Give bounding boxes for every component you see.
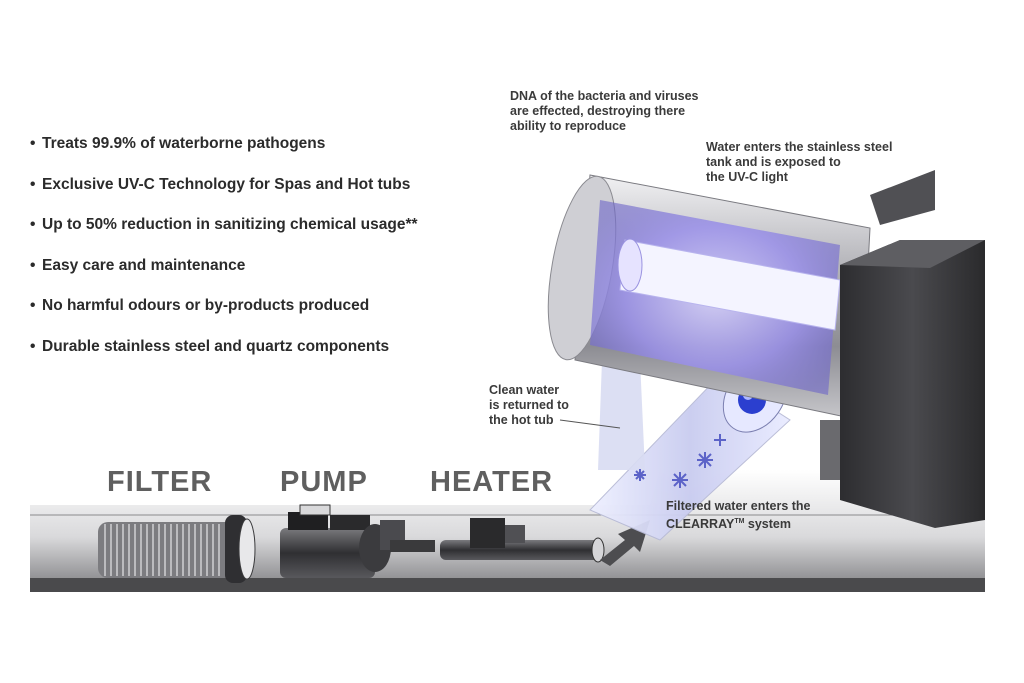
dna-callout: DNA of the bacteria and viruses are effe… bbox=[510, 89, 699, 133]
feature-item: •Durable stainless steel and quartz comp… bbox=[30, 337, 390, 355]
feature-list: •Treats 99.9% of waterborne pathogens •E… bbox=[30, 134, 418, 378]
trademark-mark: TM bbox=[734, 518, 745, 525]
filter-label: FILTER bbox=[107, 466, 213, 498]
feature-item: •No harmful odours or by-products produc… bbox=[30, 297, 370, 315]
uv-tank bbox=[547, 174, 871, 421]
floor-edge bbox=[30, 578, 985, 592]
feature-item: •Up to 50% reduction in sanitizing chemi… bbox=[30, 216, 418, 234]
clean-water-callout: Clean water is returned to the hot tub bbox=[489, 383, 569, 427]
heater-label: HEATER bbox=[430, 466, 554, 498]
filtered-water-callout: Filtered water enters the CLEARRAYTM sys… bbox=[666, 499, 811, 532]
control-housing bbox=[820, 170, 985, 528]
feature-item: •Easy care and maintenance bbox=[30, 256, 246, 274]
tank-callout: Water enters the stainless steel tank an… bbox=[706, 140, 893, 184]
pump-component bbox=[280, 504, 435, 578]
clearray-brand: CLEARRAY bbox=[666, 517, 735, 532]
virus-particles bbox=[634, 434, 726, 488]
feature-item: •Exclusive UV-C Technology for Spas and … bbox=[30, 175, 411, 193]
pump-label: PUMP bbox=[280, 466, 368, 498]
clean-water-leader bbox=[559, 419, 621, 429]
system-text: system bbox=[744, 517, 791, 532]
filter-component bbox=[98, 515, 256, 583]
filtered-water-text: Filtered water enters the bbox=[666, 499, 811, 513]
feature-item: •Treats 99.9% of waterborne pathogens bbox=[30, 135, 326, 152]
heater-component bbox=[440, 518, 605, 563]
flow-arrow bbox=[600, 520, 650, 566]
